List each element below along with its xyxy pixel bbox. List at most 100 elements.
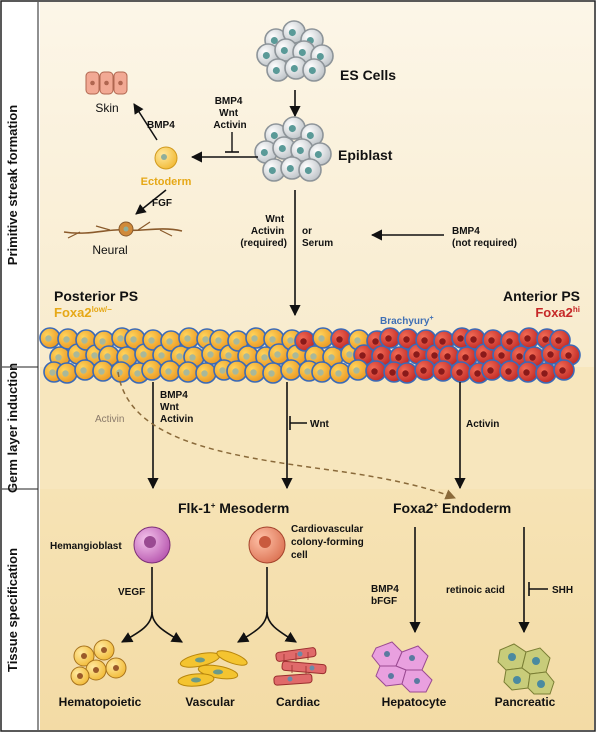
posterior-ps-label: Posterior PS [54,288,138,304]
es-cells-cluster [256,20,334,82]
anterior-ps-label: Anterior PS [503,288,580,304]
signal-shh: SHH [552,585,573,596]
signal-activin-endo: Activin [466,419,499,430]
ps-cell [227,330,249,352]
hematopoietic-label: Hematopoietic [59,695,142,709]
ps-cell [56,362,78,384]
ps-cell [209,329,231,351]
ps-cell [379,327,401,349]
cardiac-cells [273,647,327,686]
signal-or: or [302,226,312,237]
signal-wnt-inhibit: Wnt [310,419,330,430]
signal-activin-dashed: Activin [95,414,124,425]
ps-cell [177,361,199,383]
section-label-tissue: Tissue specification [5,548,20,672]
ps-cell [517,361,539,383]
ps-cell [396,362,418,384]
ps-cell [549,329,571,351]
cardiac-label: Cardiac [276,695,320,709]
epiblast-cell [262,158,286,182]
ps-cell [329,362,351,384]
hepatocyte-cells [371,641,433,693]
ps-cell [39,327,61,349]
epiblast-cluster [254,116,332,182]
epiblast-cell [298,158,322,182]
epiblast-label: Epiblast [338,147,393,163]
skin-label: Skin [95,101,118,115]
signal-fgf: FGF [152,198,172,209]
signal-bmp4-not-required: BMP4 (not required) [452,226,517,249]
signal-bmp4-skin: BMP4 [147,120,175,131]
primitive-streak-cells [39,327,581,384]
es-cell [284,56,308,80]
signal-bmp4-wnt-activin-mid: BMP4 Wnt Activin [160,390,193,425]
section-label-primitive: Primitive streak formation [5,105,20,265]
ps-cell [244,361,266,383]
posterior-foxa2-label: Foxa2low/− [54,305,112,320]
ps-cell [159,360,181,382]
pancreatic-cells [497,643,555,695]
ps-cell [245,327,267,349]
ps-cell [312,327,334,349]
ps-cell [553,359,575,381]
ps-cell [262,362,284,384]
hemangioblast-nucleus [144,536,156,548]
ps-cell [347,359,369,381]
arrow-cardio-cardiac [266,611,297,643]
vascular-label: Vascular [185,695,235,709]
neural-label: Neural [92,243,127,257]
ps-cell [178,327,200,349]
ps-cell [432,360,454,382]
hematopoietic-cells [70,639,127,686]
ps-cell [311,361,333,383]
arrow-ectoderm-neural [135,189,167,215]
ps-cell [142,329,164,351]
es-cell [302,58,326,82]
mesoderm-title: Flk-1+ Mesoderm [178,500,289,516]
ps-cell [482,329,504,351]
signal-wnt-activin-required: Wnt Activin (required) [240,214,287,249]
ps-cell [365,360,387,382]
hemangioblast-label: Hemangioblast [50,541,122,552]
skin-cells [85,71,128,95]
ps-cell [195,362,217,384]
signal-vegf: VEGF [118,587,145,598]
vascular-cells [177,650,248,687]
epiblast-cell [272,136,296,160]
pancreatic-label: Pancreatic [495,695,556,709]
ps-cell [499,360,521,382]
dashed-activin-path [117,371,456,500]
ps-cell [481,359,503,381]
ps-cell [280,359,302,381]
ps-cell [92,360,114,382]
side-column [2,2,38,730]
ps-cell [518,327,540,349]
ps-cell [535,362,557,384]
signal-serum: Serum [302,238,333,249]
ectoderm-nucleus [161,154,167,160]
ectoderm-label: Ectoderm [141,176,192,188]
ps-cell [450,361,472,383]
cardiovascular-label: Cardiovascular colony-forming cell [291,524,367,561]
arrow-hemangio-vascular [151,611,183,643]
brachyury-label: Brachyury+ [380,315,434,327]
signal-bmp4-bfgf: BMP4 bFGF [371,584,402,607]
section-label-germ: Germ layer induction [5,363,20,493]
ps-cell [464,328,486,350]
ps-cell [226,360,248,382]
ps-cell [110,361,132,383]
arrow-ectoderm-skin [133,103,158,141]
ps-cell [414,359,436,381]
cardiovascular-nucleus [259,536,271,548]
ps-cell [74,359,96,381]
signal-retinoic-acid: retinoic acid [446,585,505,596]
endoderm-title: Foxa2+ Endoderm [393,500,511,516]
band-tissue [40,489,594,730]
neural-cell [63,221,183,239]
anterior-foxa2-label: Foxa2hi [535,305,580,320]
epiblast-cell [290,138,314,162]
ps-cell [141,359,163,381]
signal-top-bmp4-wnt-activin: BMP4 Wnt Activin [213,96,246,131]
hepatocyte-label: Hepatocyte [382,695,447,709]
